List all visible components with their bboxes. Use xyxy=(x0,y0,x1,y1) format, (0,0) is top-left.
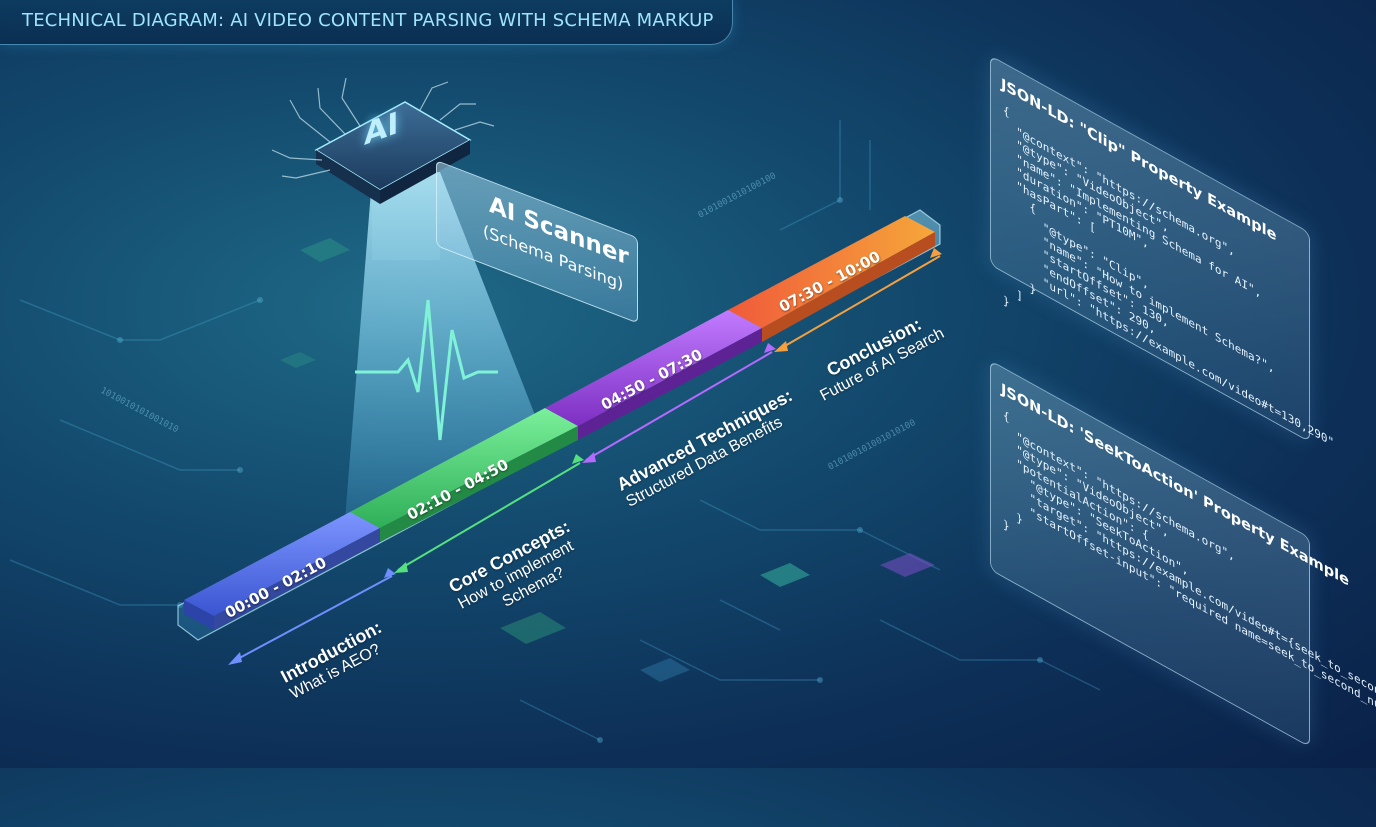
title-banner: TECHNICAL DIAGRAM: AI VIDEO CONTENT PARS… xyxy=(0,0,733,45)
scanner-beam xyxy=(345,172,540,520)
arrow-heads xyxy=(228,248,942,665)
diagram-graphics: 0101001010100100 1010010101001010 010100… xyxy=(9,77,1101,743)
segment-intro-bar xyxy=(184,512,380,616)
diagram-scene: 0101001010100100 1010010101001010 010100… xyxy=(0,0,1376,748)
circuit-traces xyxy=(9,120,1101,741)
svg-text:010100101001010100: 010100101001010100 xyxy=(827,418,918,473)
svg-text:0101001010100100: 0101001010100100 xyxy=(697,171,778,221)
circuit-nodes xyxy=(117,197,1043,743)
segment-core-bar xyxy=(350,408,578,528)
page-title: TECHNICAL DIAGRAM: AI VIDEO CONTENT PARS… xyxy=(22,10,714,31)
background-chips xyxy=(280,238,935,682)
ai-chip xyxy=(271,77,495,204)
segment-advanced-bar xyxy=(545,310,762,426)
range-arrows xyxy=(231,255,941,663)
waveform xyxy=(355,299,498,441)
segment-conclusion-bar xyxy=(728,216,935,328)
svg-text:1010010101001010: 1010010101001010 xyxy=(99,386,180,436)
